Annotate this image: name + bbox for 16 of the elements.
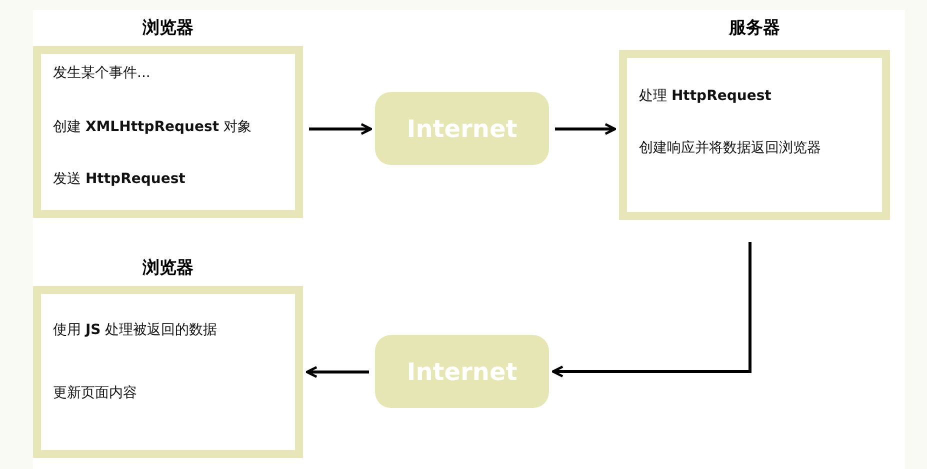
step-text: 创建响应并将数据返回浏览器 <box>639 139 821 157</box>
arrow <box>306 366 369 378</box>
step-text: 发送 HttpRequest <box>53 170 186 188</box>
step-text: 使用 JS 处理被返回的数据 <box>53 321 218 339</box>
step-text: 更新页面内容 <box>53 384 137 402</box>
step-text: 发生某个事件... <box>53 64 150 82</box>
box-heading: 浏览器 <box>142 17 194 39</box>
box-heading: 浏览器 <box>142 257 194 279</box>
arrow <box>309 123 372 135</box>
step-text: 处理 HttpRequest <box>639 87 772 105</box>
network-box: Internet <box>375 92 549 165</box>
arrow <box>552 242 752 378</box>
network-box: Internet <box>375 335 549 408</box>
arrow <box>555 123 616 135</box>
step-text: 创建 XMLHttpRequest 对象 <box>53 118 252 136</box>
box-heading: 服务器 <box>728 17 781 39</box>
